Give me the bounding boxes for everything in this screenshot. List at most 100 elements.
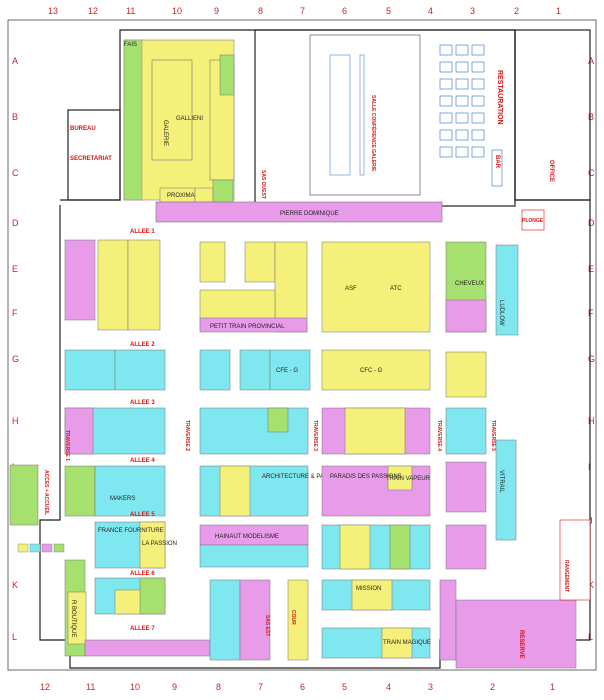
booth-yellow-small [194, 187, 214, 203]
booth-cfe [269, 349, 311, 391]
grid-col-2: 2 [514, 6, 519, 16]
grid-top: 13 12 11 10 9 8 7 6 5 4 3 2 1 [48, 6, 561, 16]
label-allee-5: ALLEE 5 [130, 512, 155, 518]
grid-row-h-r: H [588, 416, 595, 426]
booth-bottom-2 [239, 579, 271, 661]
label-france-fourniture: FRANCE FOURNITURE [98, 528, 164, 534]
label-traverse-1: TRAVERSE 1 [64, 430, 70, 461]
booth-c3-green [267, 407, 289, 433]
grid-col-11: 11 [126, 6, 135, 16]
label-ludlow: LUDLOW [498, 300, 504, 326]
zone-reserve [455, 599, 577, 669]
booth-c3 [199, 407, 309, 455]
booth-r5-2 [445, 524, 487, 570]
label-traverse-5: TRAVERSE 5 [490, 420, 496, 451]
conference-seating [329, 54, 365, 176]
label-bar: BAR [494, 155, 500, 169]
label-restauration: RESTAURATION [496, 70, 503, 125]
restaurant-tables [439, 44, 485, 158]
label-reserve: RESERVE [518, 630, 524, 659]
grid-col-4: 4 [428, 6, 433, 16]
label-pierre-dominique: PIERRE DOMINIQUE [280, 211, 339, 217]
booth-galerie [151, 59, 193, 161]
booth-architecture [199, 465, 309, 517]
booth-r-boutique [67, 591, 87, 645]
grid-col-9: 9 [214, 6, 219, 16]
grid-row-d: D [12, 218, 19, 228]
label-cheveux: CHEVEUX [455, 281, 484, 287]
booth-c2-1 [199, 349, 231, 391]
label-plonge: PLONGE [522, 218, 544, 224]
booth-r3-2 [445, 407, 487, 455]
booth-l6-green [139, 577, 166, 615]
booth-center-1 [199, 241, 226, 283]
grid-col-13: 13 [48, 6, 58, 16]
label-r-boutique: R BOUTIQUE [70, 600, 76, 637]
label-cfc: CFC - G [360, 368, 383, 374]
grid-row-a-r: A [588, 56, 594, 66]
label-proxima: PROXIMA [167, 193, 195, 199]
room-conference [309, 34, 421, 196]
grid-col-11-b: 11 [86, 682, 95, 692]
label-passion-ferro: PARADIS DES PASSIONS [330, 474, 402, 480]
booth-left-3 [127, 239, 161, 331]
grid-row-e: E [12, 264, 18, 274]
booth-bottom-strip [84, 639, 211, 657]
grid-col-6-b: 6 [300, 682, 305, 692]
booth-l2-1 [64, 349, 116, 391]
grid-col-5: 5 [386, 6, 391, 16]
grid-col-3: 3 [470, 6, 475, 16]
grid-row-b: B [12, 112, 18, 122]
grid-col-7-b: 7 [258, 682, 263, 692]
booth-cfc [321, 349, 431, 391]
label-sas-ouest: SAS OUEST [260, 170, 266, 199]
grid-col-1-b: 1 [550, 682, 555, 692]
label-allee-1: ALLEE 1 [130, 229, 155, 235]
booth-r5-yellow [339, 524, 371, 570]
grid-row-d-r: D [588, 218, 595, 228]
drawing-frame [7, 19, 597, 671]
grid-col-4-b: 4 [386, 682, 391, 692]
booth-r2-1 [445, 351, 487, 398]
grid-col-12: 12 [88, 6, 98, 16]
label-hainaut: HAINAUT MODELISME [215, 534, 279, 540]
booth-green-top [219, 54, 235, 96]
booth-c2-2 [239, 349, 271, 391]
label-traverse-3: TRAVERSE 3 [312, 420, 318, 451]
booth-left-1 [64, 239, 96, 321]
label-rangement: RANGEMENT [563, 560, 569, 592]
plonge-room [521, 209, 545, 231]
booth-r5 [321, 524, 431, 570]
grid-row-k-r: K [588, 580, 594, 590]
grid-bottom: 12 11 10 9 8 7 6 5 4 3 2 1 [40, 682, 555, 692]
bar-counter [491, 149, 503, 187]
booth-petit-train-strip [199, 317, 308, 333]
grid-row-f-r: F [588, 308, 594, 318]
booth-vitrail [495, 439, 517, 541]
booth-train-magique [381, 627, 413, 659]
booth-r4 [445, 461, 487, 513]
booth-bottom-3 [287, 579, 309, 661]
grid-col-3-b: 3 [428, 682, 433, 692]
label-galerie: GALERIE [162, 120, 168, 146]
grid-col-2-b: 2 [490, 682, 495, 692]
booth-la-passion [139, 521, 166, 569]
grid-row-l: L [12, 632, 17, 642]
booth-r3-yellow [344, 407, 406, 455]
booth-l2-2 [114, 349, 166, 391]
grid-col-6: 6 [342, 6, 347, 16]
grid-col-1: 1 [556, 6, 561, 16]
grid-col-9-b: 9 [172, 682, 177, 692]
label-petit-train: PETIT TRAIN PROVINCIAL [210, 324, 285, 330]
booth-green-small [212, 179, 234, 203]
grid-row-g: G [12, 354, 19, 364]
label-accueil: ACCES + ACCUEIL [43, 470, 49, 515]
booth-bottom-right [439, 579, 457, 661]
grid-row-c-r: C [588, 168, 595, 178]
label-atc: ATC [390, 286, 402, 292]
label-fais: FAIS [124, 42, 137, 48]
grid-row-i-r: I [588, 462, 591, 472]
label-allee-2: ALLEE 2 [130, 342, 155, 348]
grid-row-e-r: E [588, 264, 594, 274]
grid-row-g-r: G [588, 354, 595, 364]
